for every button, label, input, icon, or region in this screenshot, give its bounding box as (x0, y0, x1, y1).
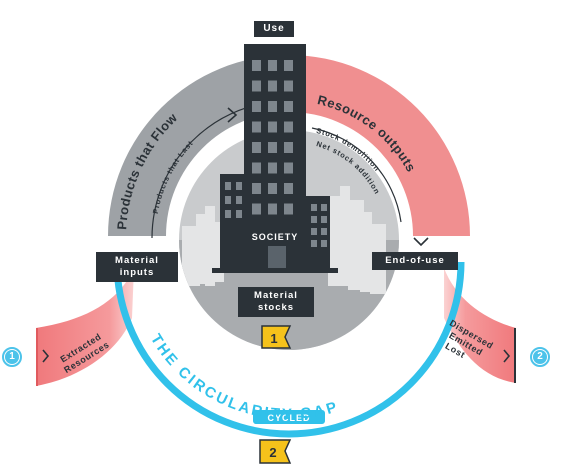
step-badge-1: 1 (2, 347, 22, 367)
building-window (252, 121, 261, 133)
right-chevron-right-icon (503, 349, 511, 363)
cycled-ring (113, 261, 465, 438)
building-window (321, 240, 327, 247)
building-window (268, 80, 277, 92)
building-window (268, 101, 277, 112)
resource-outputs-arc (290, 55, 470, 236)
building-window (252, 101, 261, 112)
building-window (225, 210, 231, 218)
building-window (252, 203, 261, 215)
building-window (236, 182, 242, 190)
building-window (252, 80, 261, 92)
building-window (252, 142, 261, 153)
building-window (252, 60, 261, 71)
building-window (321, 204, 327, 211)
left-chevron-right-icon (42, 349, 50, 363)
svg-text:2: 2 (269, 445, 276, 460)
building-window (268, 142, 277, 153)
marker-1: 1 (261, 325, 292, 349)
building-window (311, 228, 317, 235)
building-window (268, 162, 277, 174)
building-window (236, 196, 242, 204)
building-window (284, 101, 293, 112)
building-window (284, 183, 293, 194)
building-window (284, 142, 293, 153)
extraction-ribbon (36, 268, 134, 386)
building-window (284, 162, 293, 174)
use-label: Use (254, 21, 294, 37)
step-badge-2: 2 (530, 347, 550, 367)
building-window (268, 203, 277, 215)
building-window (268, 183, 277, 194)
building-window (311, 240, 317, 247)
building-left (212, 174, 338, 273)
flow-chevron-right-icon (227, 107, 238, 123)
society-label: SOCIETY (252, 232, 299, 242)
building-window (284, 203, 293, 215)
dispersal-ribbon (444, 268, 516, 383)
building-window (284, 60, 293, 71)
building-window (236, 210, 242, 218)
building-window (311, 216, 317, 223)
building-window (252, 162, 261, 174)
building-window (225, 196, 231, 204)
marker-2: 2 (259, 439, 292, 464)
building-window (321, 216, 327, 223)
cycled-label: CYCLED (267, 413, 310, 423)
output-chevron-down-icon (413, 237, 429, 247)
building-window (321, 228, 327, 235)
building-window (225, 182, 231, 190)
building-window (268, 60, 277, 71)
end-of-use-label: End-of-use (372, 252, 458, 270)
building-window (284, 121, 293, 133)
building-window (252, 183, 261, 194)
svg-text:1: 1 (270, 331, 277, 346)
building-window (284, 80, 293, 92)
building-window (311, 204, 317, 211)
building-window (268, 121, 277, 133)
